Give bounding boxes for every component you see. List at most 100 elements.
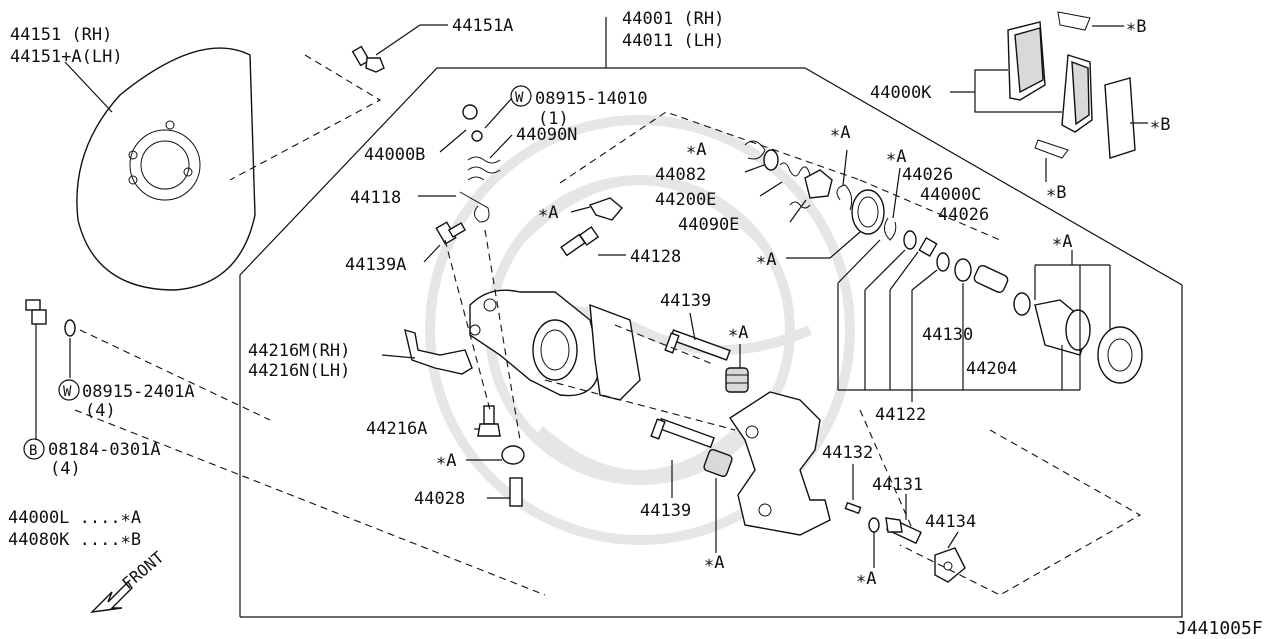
kit-44122-leader-lines (837, 239, 1111, 402)
label-44000b: 44000B (364, 145, 425, 165)
label-44131: 44131 (872, 475, 923, 495)
label-44000k: 44000K (870, 83, 932, 103)
diagram-id: J441005F (1176, 618, 1263, 639)
bleeder-44028 (509, 477, 523, 507)
cap-a (588, 197, 623, 221)
circled-w-1-letter: W (515, 90, 524, 106)
label-44139-b: 44139 (640, 501, 691, 521)
circled-w-2: W (58, 379, 80, 401)
label-08184-0301a-qty: (4) (50, 459, 81, 479)
label-44118: 44118 (350, 188, 401, 208)
label-44151a: 44151A (452, 16, 513, 36)
guide-pin-44139-lower (650, 417, 715, 449)
bolt-44216a (477, 405, 501, 437)
label-star-a-2: ∗A (830, 123, 850, 143)
dust-shield (76, 47, 256, 291)
snap-ring-a-2 (884, 217, 897, 241)
washer-08915-14010 (471, 130, 483, 142)
bolt-44131 (885, 517, 922, 545)
caliper-body (469, 289, 641, 401)
label-44200e: 44200E (655, 190, 716, 210)
assembly-outline (239, 67, 1183, 618)
label-star-b-1: ∗B (1126, 17, 1146, 37)
label-44082: 44082 (655, 165, 706, 185)
label-star-a-7: ∗A (728, 323, 748, 343)
label-star-b-2: ∗B (1150, 115, 1170, 135)
bolt-08184 (25, 299, 47, 325)
guide-pin-44139-upper (664, 329, 731, 361)
label-44139-a: 44139 (660, 291, 711, 311)
label-star-b-3: ∗B (1046, 183, 1066, 203)
label-44011: 44011 (LH) (622, 31, 724, 51)
piston-a (1034, 299, 1091, 356)
bolt-44151a (351, 45, 385, 73)
spring-44090n (467, 156, 501, 181)
circled-w-1: W (510, 85, 532, 107)
label-44216n: 44216N(LH) (248, 361, 350, 381)
label-08915-14010-qty: (1) (538, 109, 569, 129)
clip-a (744, 140, 766, 160)
label-star-a-8: ∗A (436, 451, 456, 471)
circled-w-2-letter: W (63, 384, 72, 400)
label-44128: 44128 (630, 247, 681, 267)
legend-star-a: 44000L ....∗A (8, 508, 141, 528)
label-44139a: 44139A (345, 255, 406, 275)
label-44026-b: 44026 (938, 205, 989, 225)
plate-44000c (918, 236, 938, 258)
boot-a-piston (1097, 326, 1143, 384)
clip-44118 (459, 191, 490, 223)
label-star-a-9: ∗A (704, 553, 724, 573)
bleeder-44128 (560, 226, 600, 257)
front-arrow-icon (90, 580, 133, 613)
pin-44132 (844, 501, 862, 515)
adjuster-44090e (789, 169, 833, 209)
circled-b-1: B (23, 438, 45, 460)
label-44122: 44122 (875, 405, 926, 425)
label-44001: 44001 (RH) (622, 9, 724, 29)
label-44216m: 44216M(RH) (248, 341, 350, 361)
nut-44000b (462, 104, 478, 120)
torque-member (729, 391, 831, 536)
label-star-a-6: ∗A (538, 203, 558, 223)
label-star-a-10: ∗A (856, 569, 876, 589)
label-44026-a: 44026 (902, 165, 953, 185)
label-44151: 44151 (RH) (10, 25, 112, 45)
shim-b (1104, 77, 1136, 159)
label-08915-2401a: 08915-2401A (82, 382, 195, 402)
label-44130: 44130 (922, 325, 973, 345)
boot-a-lower-right (703, 448, 733, 478)
washer-44026-a (903, 230, 917, 250)
label-08184-0301a: 08184-0301A (48, 440, 161, 460)
label-08915-2401a-qty: (4) (85, 401, 116, 421)
adjuster-44204 (973, 265, 1009, 293)
washer-08915 (64, 319, 76, 337)
label-44028: 44028 (414, 489, 465, 509)
label-star-a-5: ∗A (1052, 232, 1072, 252)
label-08915-14010: 08915-14010 (535, 89, 648, 109)
seal-a (1013, 292, 1031, 316)
boot-a-lower (501, 445, 525, 465)
clip-b-bottom (1034, 139, 1069, 159)
label-44134: 44134 (925, 512, 976, 532)
label-44216a: 44216A (366, 419, 427, 439)
seal-44130 (954, 258, 972, 282)
label-star-a-3: ∗A (756, 250, 776, 270)
piston-kit-dashed-outline (559, 111, 861, 184)
label-44000c: 44000C (920, 185, 981, 205)
label-44204: 44204 (966, 359, 1017, 379)
brake-pads-44000k (1007, 21, 1093, 133)
label-44151-lh: 44151+A(LH) (10, 47, 123, 67)
washer-44026-b (936, 252, 950, 272)
ring-a (868, 517, 880, 533)
circled-b-1-letter: B (29, 443, 37, 459)
front-label: FRONT (118, 547, 167, 593)
label-44090e: 44090E (678, 215, 739, 235)
clip-b-top (1057, 11, 1091, 31)
plate-44134 (934, 547, 966, 583)
legend-star-b: 44080K ....∗B (8, 530, 141, 550)
label-44132: 44132 (822, 443, 873, 463)
label-star-a-4: ∗A (886, 147, 906, 167)
label-44090n: 44090N (516, 125, 577, 145)
label-star-a-1: ∗A (686, 140, 706, 160)
